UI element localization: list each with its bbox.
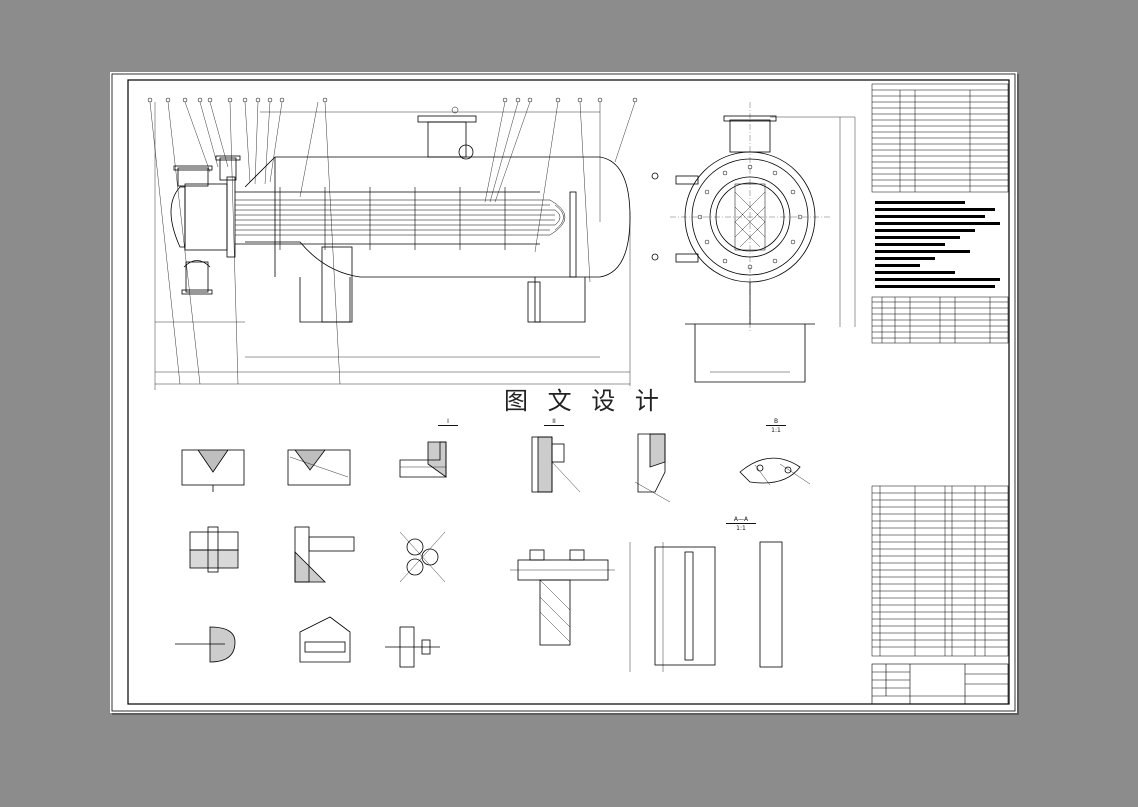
main-elevation-view	[147, 97, 638, 390]
watermark-text: 图 文 设 计	[500, 386, 669, 416]
outer-border	[111, 73, 1016, 712]
inner-border	[127, 79, 1010, 705]
drawing-sheet: 图 文 设 计 I II B 1:1 A—A 1:1	[110, 72, 1017, 713]
detail-row-2	[189, 526, 783, 672]
technical-data-table	[871, 83, 1009, 193]
end-view	[651, 102, 856, 383]
detail-B-label: B	[766, 418, 786, 426]
nozzle-table	[871, 296, 1009, 344]
redacted-notes-block	[875, 201, 1000, 288]
detail-II-label: II	[544, 418, 564, 426]
section-AA-label: A—A	[726, 516, 756, 524]
detail-B-scale: 1:1	[771, 427, 781, 434]
parts-list-table	[871, 485, 1009, 657]
detail-row-1	[181, 433, 811, 503]
engineering-drawing	[111, 73, 1016, 712]
detail-I-label: I	[438, 418, 458, 426]
section-AA-scale: 1:1	[736, 525, 746, 532]
detail-row-3	[175, 616, 440, 668]
title-block	[871, 663, 1009, 705]
